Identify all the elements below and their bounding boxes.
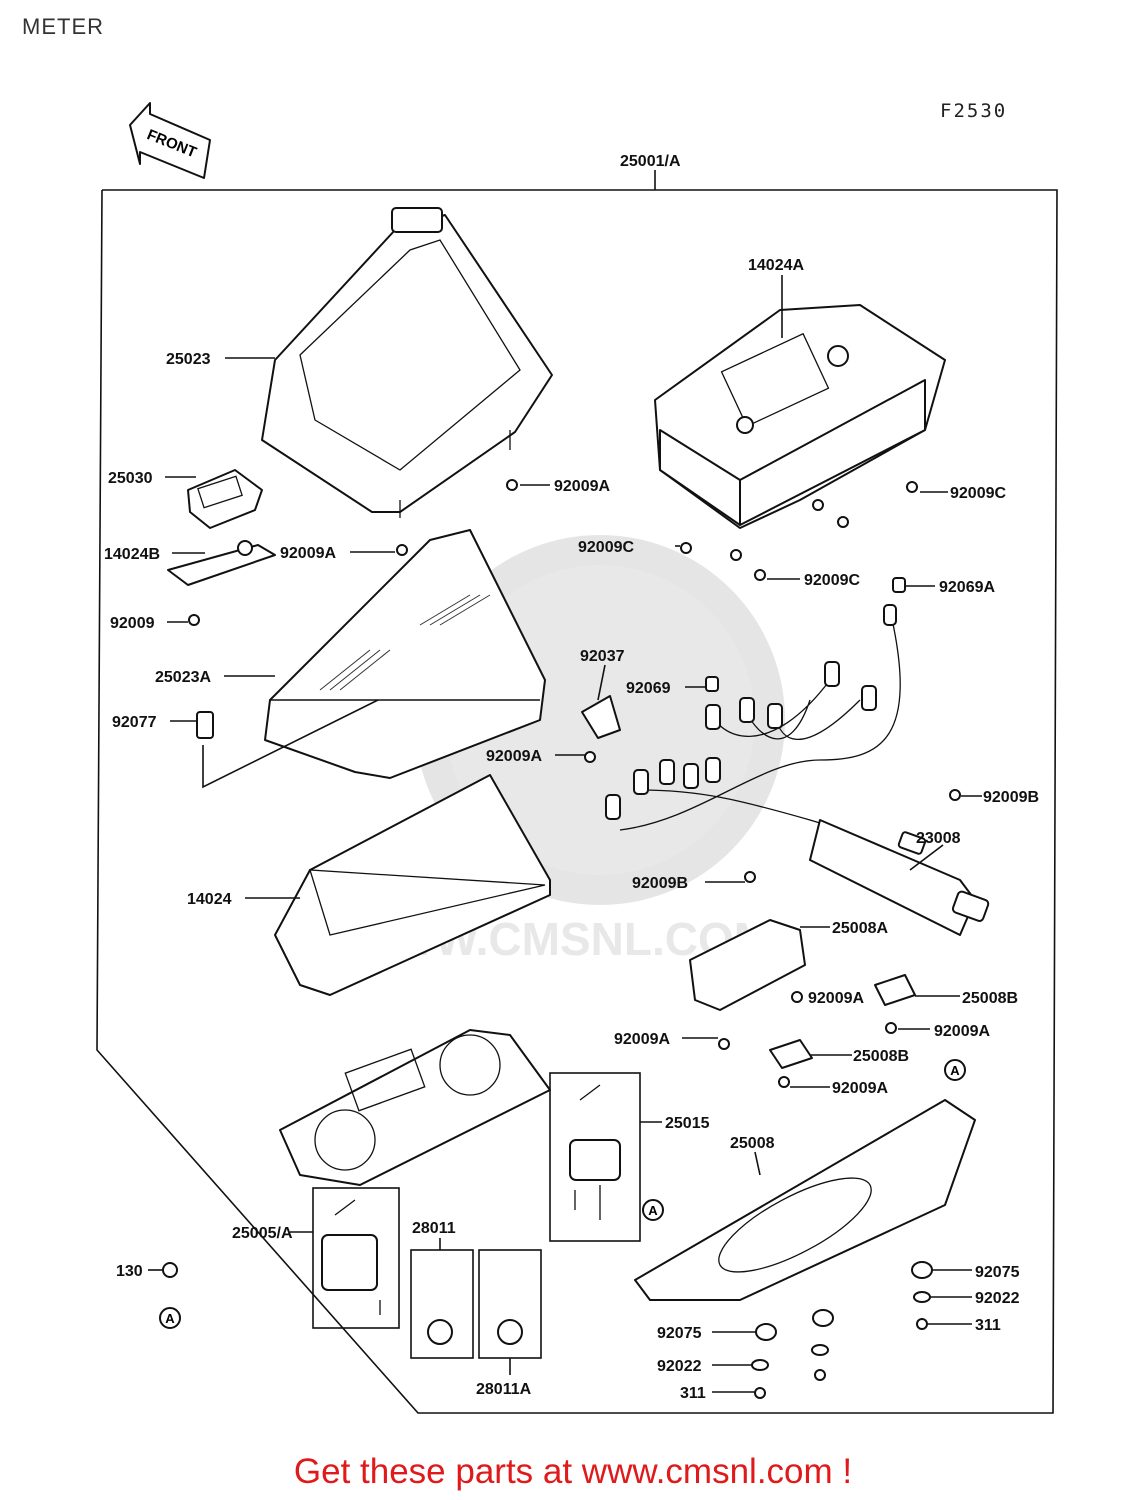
plate-25008B-upper (874, 974, 916, 1006)
label-23008: 23008 (916, 830, 961, 847)
group-28011A (478, 1249, 542, 1375)
label-92069A: 92069A (939, 579, 995, 596)
ref-marker-a: A (950, 1063, 960, 1078)
harness-bulb-sockets (605, 604, 897, 820)
figure-code: F2530 (940, 100, 1008, 122)
label-14024B: 14024B (104, 546, 160, 563)
page-title: METER (22, 14, 104, 39)
plate-25008B-lower (769, 1039, 813, 1069)
bracket-25008A (689, 919, 806, 1011)
label-25023: 25023 (166, 351, 211, 368)
label-92009: 92009 (110, 615, 155, 632)
ref-marker-a: A (648, 1203, 658, 1218)
assembly-boundary (96, 170, 1058, 1414)
leader-lines (148, 357, 982, 1393)
label-92009A: 92009A (934, 1023, 990, 1040)
part-labels: 25001/A 14024A 25023 25030 92009A 92009C… (104, 153, 1039, 1402)
label-92009A: 92009A (554, 478, 610, 495)
label-92009C: 92009C (804, 572, 860, 589)
label-92009B: 92009B (983, 789, 1039, 806)
group-25015 (549, 1072, 662, 1242)
label-92009A: 92009A (808, 990, 864, 1007)
group-25005A (290, 1187, 400, 1329)
exploded-parts-diagram: WWW.CMSNL.COM FRONT (96, 102, 1058, 1414)
label-92022: 92022 (657, 1358, 702, 1375)
label-25008B: 25008B (962, 990, 1018, 1007)
bracket-14024B (167, 540, 276, 586)
label-130: 130 (116, 1263, 143, 1280)
fasteners (162, 479, 961, 1399)
clamp-92037 (581, 695, 621, 739)
label-92009C: 92009C (950, 485, 1006, 502)
label-92075: 92075 (975, 1264, 1020, 1281)
label-25001A: 25001/A (620, 153, 681, 170)
dial-plate (279, 1029, 551, 1186)
group-28011 (410, 1238, 474, 1359)
label-25008A: 25008A (832, 920, 888, 937)
label-25023A: 25023A (155, 669, 211, 686)
footer-promo-link[interactable]: Get these parts at www.cmsnl.com ! (293, 1452, 853, 1491)
label-92009A: 92009A (614, 1031, 670, 1048)
housing-14024A (654, 275, 946, 529)
base-plate-25008 (634, 1099, 976, 1301)
label-311: 311 (975, 1317, 1001, 1334)
case-14024 (274, 774, 551, 996)
visor-25023 (261, 207, 553, 518)
label-92009B: 92009B (632, 875, 688, 892)
label-25005A: 25005/A (232, 1225, 293, 1242)
harness-23008 (605, 604, 990, 936)
front-arrow: FRONT (129, 102, 211, 179)
label-28011A: 28011A (476, 1381, 532, 1398)
label-92009C: 92009C (578, 539, 634, 556)
cover-25023A (264, 529, 546, 779)
label-92022: 92022 (975, 1290, 1020, 1307)
ref-markers: A A A (159, 1059, 966, 1329)
grommet-92077 (196, 699, 379, 789)
label-92009A: 92009A (280, 545, 336, 562)
label-28011: 28011 (412, 1220, 456, 1237)
label-25008B: 25008B (853, 1048, 909, 1065)
label-92077: 92077 (112, 714, 157, 731)
label-92009A: 92009A (832, 1080, 888, 1097)
label-92009A: 92009A (486, 748, 542, 765)
label-92075: 92075 (657, 1325, 702, 1342)
label-92037: 92037 (580, 648, 625, 665)
label-25015: 25015 (665, 1115, 710, 1132)
ref-marker-a: A (165, 1311, 175, 1326)
label-25008: 25008 (730, 1135, 775, 1152)
label-14024: 14024 (187, 891, 232, 908)
label-25030: 25030 (108, 470, 153, 487)
label-92069: 92069 (626, 680, 671, 697)
label-14024A: 14024A (748, 257, 804, 274)
module-25030 (187, 469, 263, 529)
label-311: 311 (680, 1385, 706, 1402)
